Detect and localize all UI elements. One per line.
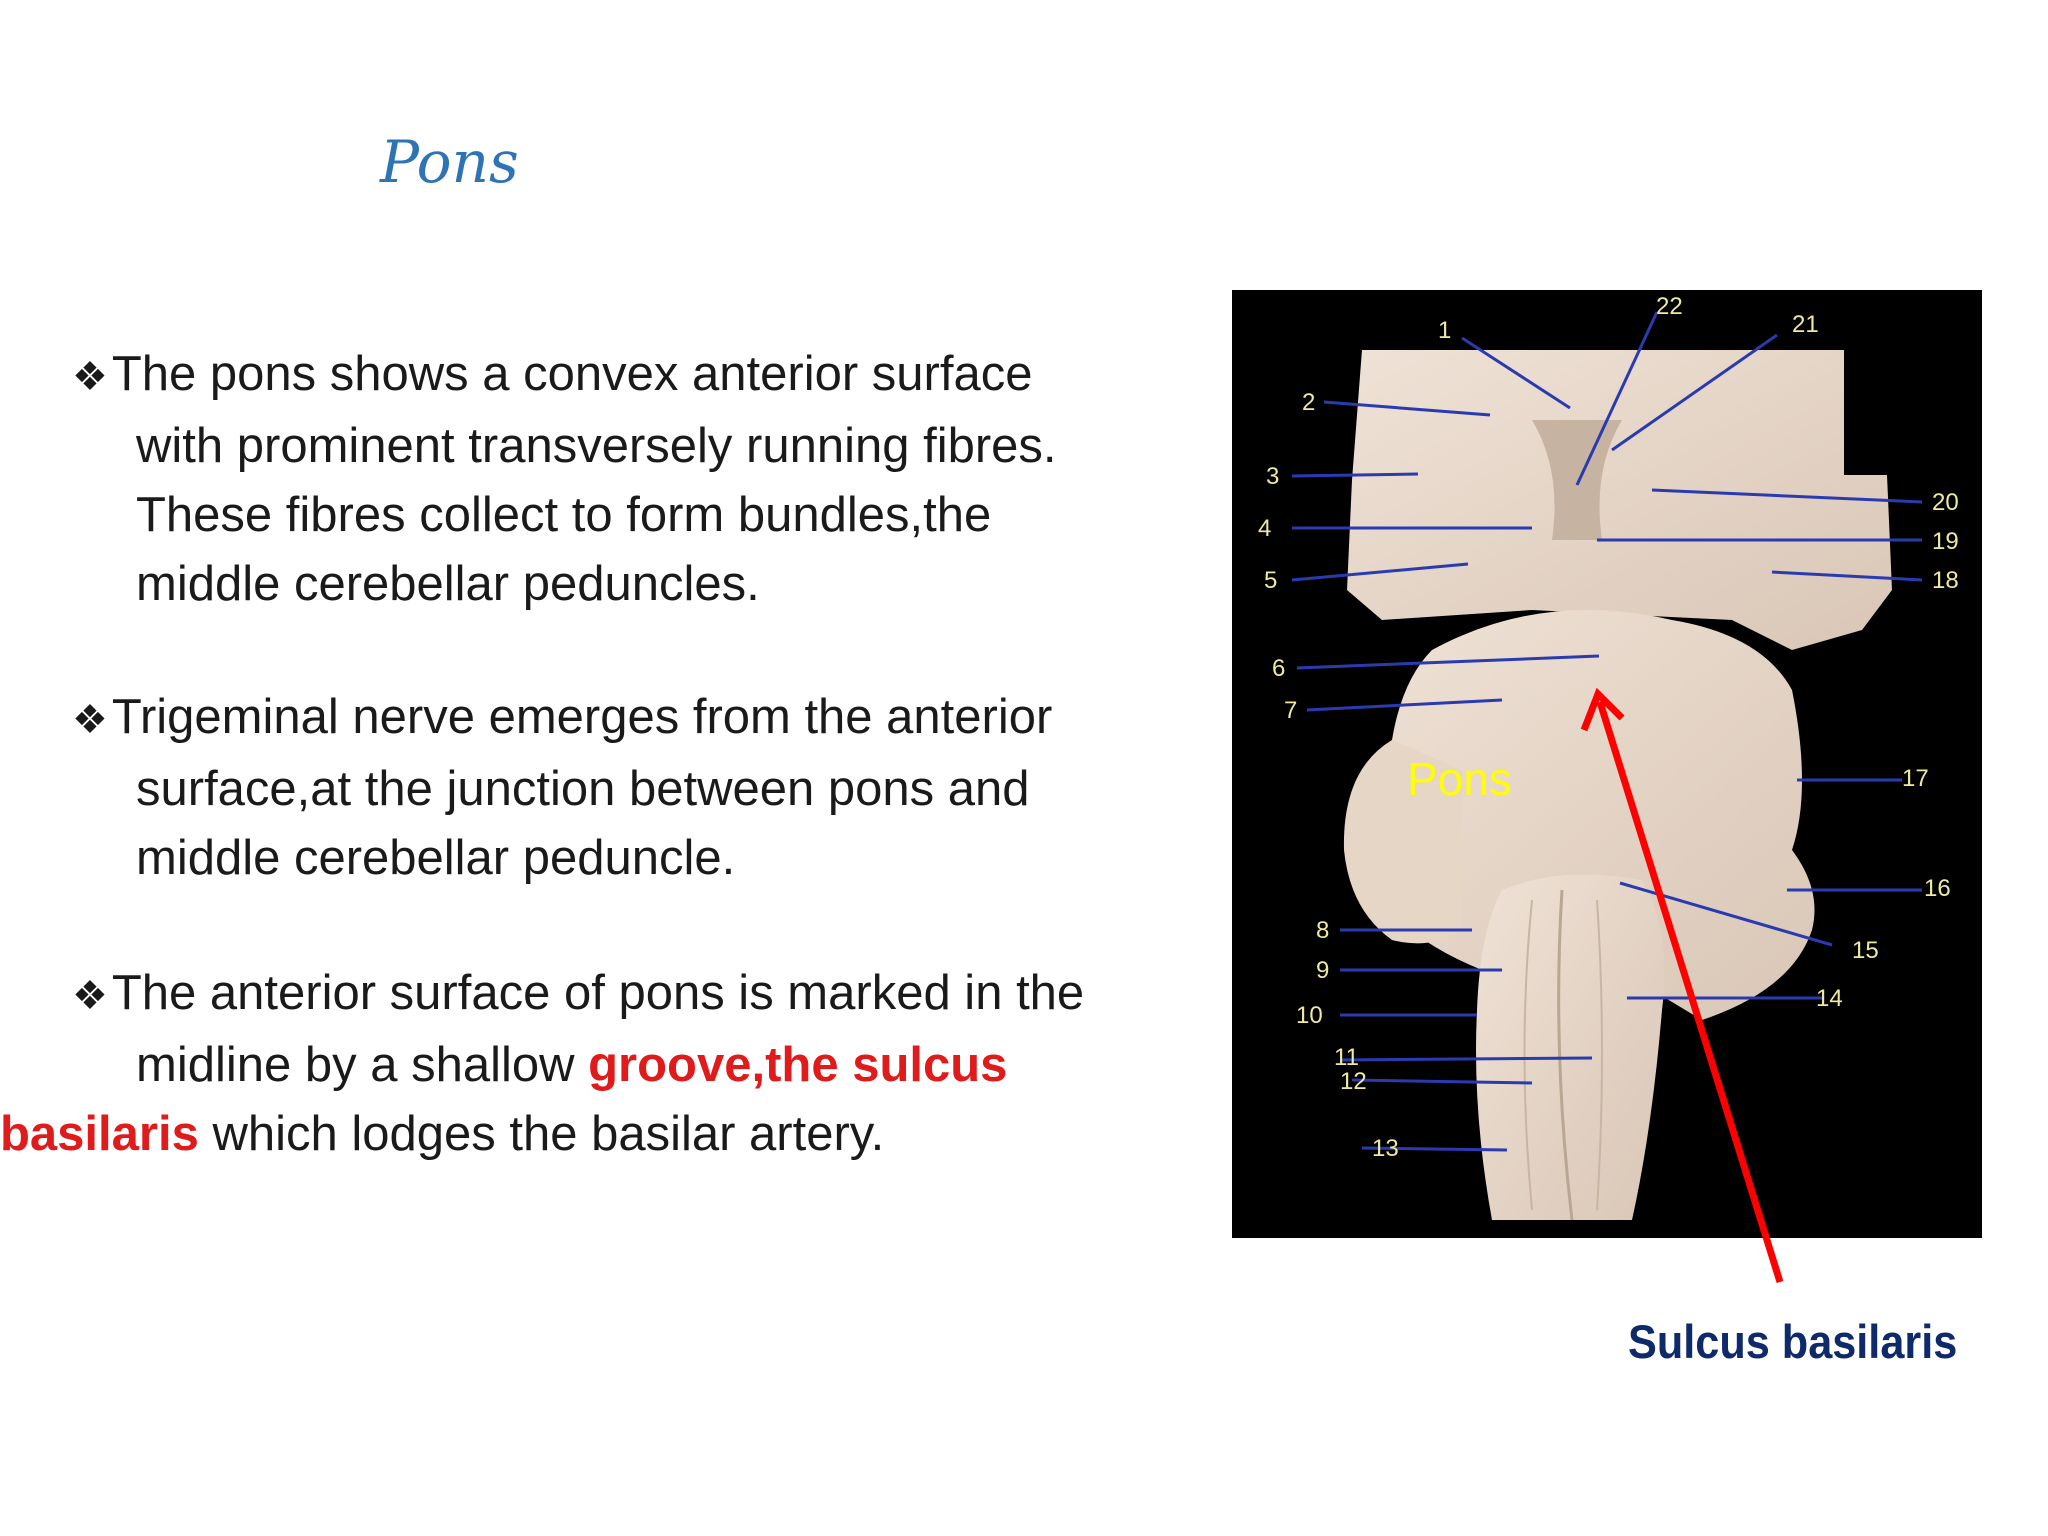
label-12: 12 <box>1340 1068 1367 1095</box>
pyramid-line <box>1596 899 1603 1211</box>
label-9: 9 <box>1316 957 1329 984</box>
sulcus-arrow <box>1580 687 1784 1284</box>
pons-label: Pons <box>1407 753 1512 805</box>
bullet-1-line-3: These fibres collect to form bundles,the <box>136 488 992 542</box>
bullet-3: ❖The anterior surface of pons is marked … <box>0 959 1085 1169</box>
label-8: 8 <box>1316 917 1329 944</box>
bullet-3-line-3-text: which lodges the basilar artery. <box>198 1107 885 1161</box>
label-18: 18 <box>1932 567 1959 594</box>
bullet-1-line-1: The pons shows a convex anterior surface <box>111 347 1033 401</box>
diamond-bullet-icon: ❖ <box>72 974 108 1018</box>
pons-body <box>1347 610 1815 1020</box>
label-4: 4 <box>1258 515 1271 542</box>
brainstem-figure: 1 2 3 4 5 6 7 8 9 10 11 12 13 14 15 16 1… <box>1232 290 1982 1238</box>
number-labels: 1 2 3 4 5 6 7 8 9 10 11 12 13 14 15 16 1… <box>1258 293 1959 1162</box>
label-11: 11 <box>1334 1044 1359 1071</box>
figure-caption: Sulcus basilaris <box>1628 1315 1958 1368</box>
brainstem-photo: 1 2 3 4 5 6 7 8 9 10 11 12 13 14 15 16 1… <box>1232 290 1982 1238</box>
label-14: 14 <box>1816 985 1843 1012</box>
slide-title: Pons <box>380 128 519 196</box>
label-13: 13 <box>1372 1135 1399 1162</box>
bullet-2: ❖Trigeminal nerve emerges from the anter… <box>72 683 1052 893</box>
bullet-1-line-4: middle cerebellar peduncles. <box>136 557 760 611</box>
label-21: 21 <box>1792 311 1819 338</box>
label-6: 6 <box>1272 655 1285 682</box>
left-lobe <box>1343 740 1462 944</box>
label-20: 20 <box>1932 489 1959 516</box>
diamond-bullet-icon: ❖ <box>72 698 108 742</box>
pointer-lines <box>1291 311 1923 1152</box>
label-22: 22 <box>1656 293 1683 320</box>
bullet-2-line-1: Trigeminal nerve emerges from the anteri… <box>111 690 1053 744</box>
label-16: 16 <box>1924 875 1951 902</box>
label-15: 15 <box>1852 937 1879 964</box>
diamond-bullet-icon: ❖ <box>72 355 108 399</box>
bullet-1-line-2: with prominent transversely running fibr… <box>136 419 1057 473</box>
label-1: 1 <box>1438 317 1451 344</box>
red-arrow-shaft <box>1596 700 1784 1284</box>
bullet-1: ❖The pons shows a convex anterior surfac… <box>72 340 1057 619</box>
pyramid-line <box>1523 899 1533 1211</box>
sulcus-highlight-2: basilaris <box>0 1107 199 1161</box>
label-7: 7 <box>1284 697 1297 724</box>
bullet-2-line-3: middle cerebellar peduncle. <box>136 831 736 885</box>
label-17: 17 <box>1902 765 1929 792</box>
label-10: 10 <box>1296 1002 1323 1029</box>
sulcus-highlight-1: groove,the sulcus <box>588 1038 1008 1092</box>
bullet-2-line-2: surface,at the junction between pons and <box>136 762 1030 816</box>
label-3: 3 <box>1266 463 1279 490</box>
red-arrow-head <box>1580 687 1625 732</box>
medulla-groove <box>1557 889 1574 1221</box>
label-5: 5 <box>1264 567 1277 594</box>
interpeduncular-region <box>1532 420 1622 540</box>
label-19: 19 <box>1932 528 1959 555</box>
bullet-3-line-2-text: midline by a shallow <box>136 1038 589 1092</box>
upper-tissue-block <box>1347 350 1892 650</box>
label-2: 2 <box>1302 389 1315 416</box>
bullet-3-line-1: The anterior surface of pons is marked i… <box>111 966 1085 1020</box>
medulla <box>1476 874 1665 1220</box>
